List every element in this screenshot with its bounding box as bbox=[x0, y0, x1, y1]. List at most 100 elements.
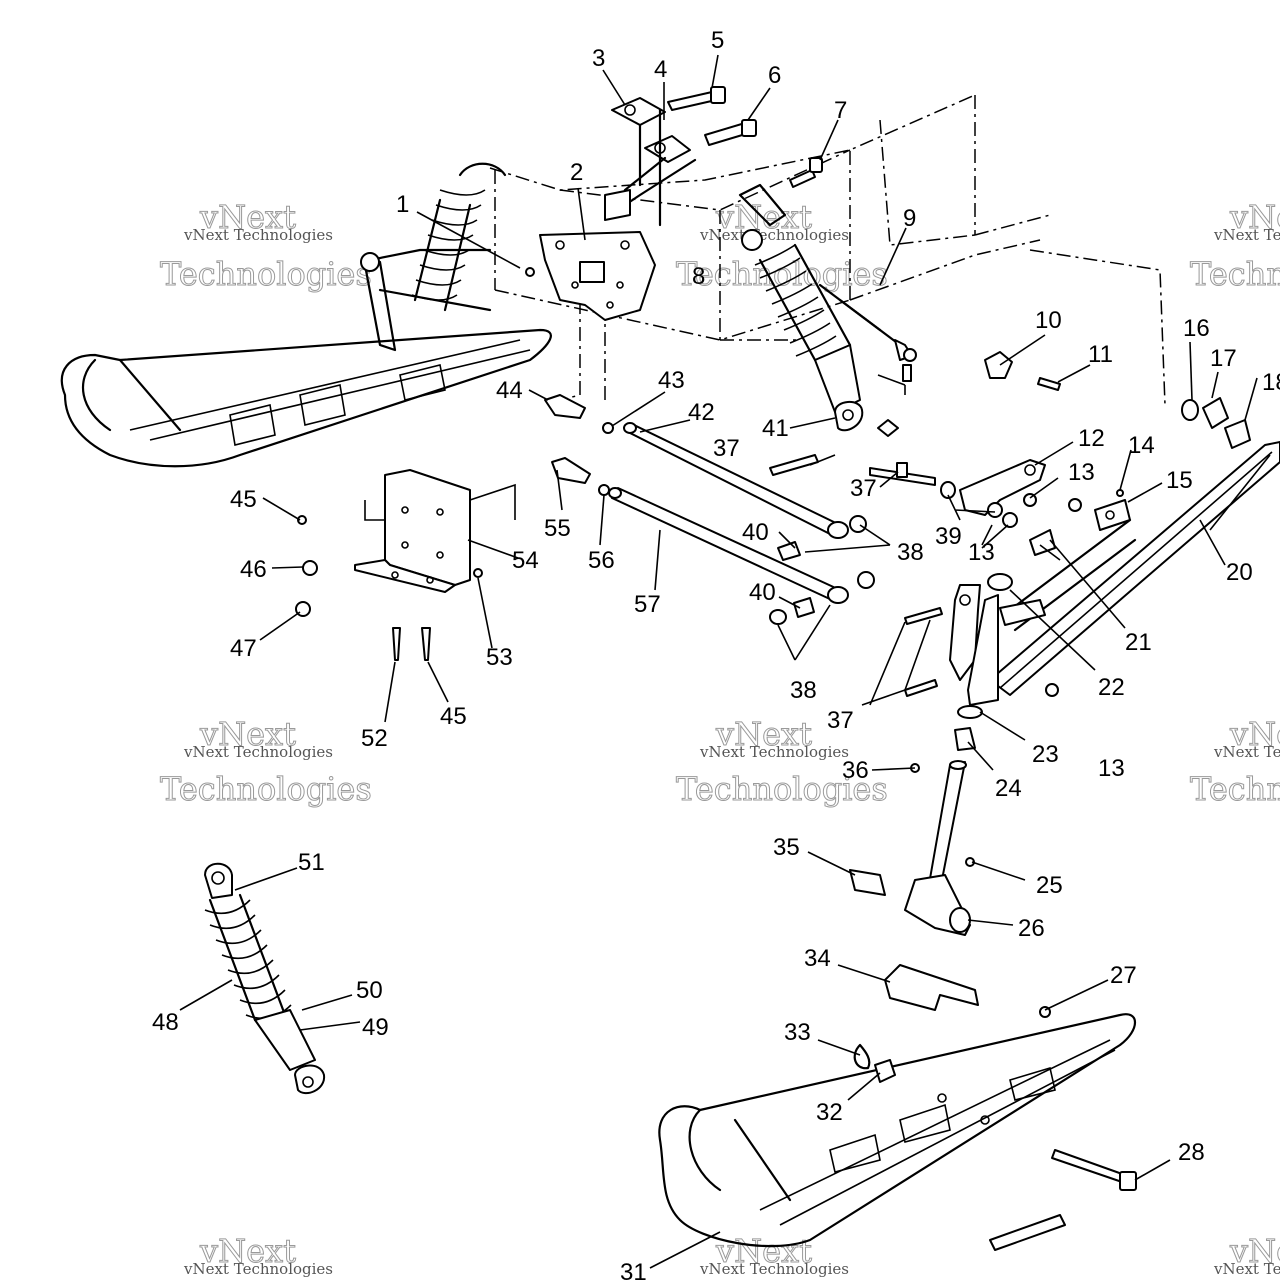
callout-32: 32 bbox=[816, 1099, 843, 1126]
callout-36: 36 bbox=[842, 757, 869, 784]
callout-57: 57 bbox=[634, 591, 661, 618]
callout-11: 11 bbox=[1088, 341, 1113, 368]
callout-44: 44 bbox=[496, 377, 523, 404]
svg-text:vNext: vNext bbox=[1229, 715, 1280, 753]
watermark-top-left: vNext Technologies vNext Technologies bbox=[160, 198, 373, 294]
callout-13c: 13 bbox=[1098, 755, 1125, 782]
leader-lines bbox=[179, 54, 1271, 1269]
mounting-bracket bbox=[295, 469, 516, 661]
callout-45b: 45 bbox=[440, 703, 467, 730]
svg-text:vNext Technologies: vNext Technologies bbox=[183, 1260, 333, 1278]
callout-22: 22 bbox=[1098, 674, 1125, 701]
callout-23: 23 bbox=[1032, 741, 1059, 768]
callout-18: 18 bbox=[1262, 369, 1280, 396]
callout-31: 31 bbox=[620, 1259, 647, 1280]
svg-text:vNext: vNext bbox=[715, 1232, 812, 1270]
svg-text:Technologies: Technologies bbox=[676, 770, 888, 808]
callout-43: 43 bbox=[658, 367, 685, 394]
callout-17: 17 bbox=[1210, 345, 1237, 372]
callout-labels: 1 2 3 4 5 6 7 8 9 10 11 12 13 13 13 14 1… bbox=[152, 27, 1280, 1280]
svg-text:Technologies: Technologies bbox=[160, 255, 372, 293]
callout-46: 46 bbox=[240, 556, 267, 583]
callout-41: 41 bbox=[762, 415, 789, 442]
svg-text:vNext: vNext bbox=[199, 198, 296, 236]
svg-text:vNext Technologies: vNext Technologies bbox=[699, 1260, 849, 1278]
callout-51: 51 bbox=[298, 849, 325, 876]
left-ski-assembly bbox=[60, 162, 552, 468]
callout-52: 52 bbox=[361, 725, 388, 752]
callout-1: 1 bbox=[396, 191, 409, 218]
callout-2: 2 bbox=[570, 159, 583, 186]
svg-text:vNext Technologies: vNext Technologies bbox=[1213, 1260, 1280, 1278]
svg-text:vNext: vNext bbox=[1229, 198, 1280, 236]
svg-text:vNext Technologies: vNext Technologies bbox=[699, 226, 849, 244]
callout-37b: 37 bbox=[850, 475, 877, 502]
tie-rod-hardware bbox=[818, 283, 1061, 395]
callout-3: 3 bbox=[592, 45, 605, 72]
right-shock-absorber bbox=[738, 183, 899, 437]
front-cross-bar bbox=[989, 441, 1280, 696]
callout-13a: 13 bbox=[1068, 459, 1095, 486]
ski-saddle bbox=[884, 964, 979, 1011]
svg-text:vNext: vNext bbox=[199, 715, 296, 753]
callout-37c: 37 bbox=[827, 707, 854, 734]
callout-4: 4 bbox=[654, 56, 667, 83]
callout-50: 50 bbox=[356, 977, 383, 1004]
chassis-outline bbox=[489, 94, 1166, 406]
watermark-bottom: vNext vNext Technologies vNext vNext Tec… bbox=[183, 1232, 1280, 1279]
callout-16: 16 bbox=[1183, 315, 1210, 342]
bushing-set bbox=[1181, 397, 1251, 449]
callout-53: 53 bbox=[486, 644, 513, 671]
callout-27: 27 bbox=[1110, 962, 1137, 989]
svg-text:Technologies: Technologies bbox=[1190, 770, 1280, 808]
svg-text:vNext: vNext bbox=[715, 715, 812, 753]
callout-7: 7 bbox=[834, 97, 847, 124]
svg-text:vNext Technologies: vNext Technologies bbox=[1213, 743, 1280, 761]
callout-13b: 13 bbox=[968, 539, 995, 566]
callout-49: 49 bbox=[362, 1014, 389, 1041]
callout-48: 48 bbox=[152, 1009, 179, 1036]
callout-25: 25 bbox=[1036, 872, 1063, 899]
callout-37a: 37 bbox=[713, 435, 740, 462]
callout-40a: 40 bbox=[742, 519, 769, 546]
svg-text:vNext: vNext bbox=[199, 1232, 296, 1270]
callout-12: 12 bbox=[1078, 425, 1105, 452]
callout-56: 56 bbox=[588, 547, 615, 574]
callout-38b: 38 bbox=[790, 677, 817, 704]
callout-26: 26 bbox=[1018, 915, 1045, 942]
callout-55: 55 bbox=[544, 515, 571, 542]
callout-10: 10 bbox=[1035, 307, 1062, 334]
svg-text:vNext Technologies: vNext Technologies bbox=[1213, 226, 1280, 244]
callout-8: 8 bbox=[692, 263, 705, 290]
svg-text:vNext: vNext bbox=[1229, 1232, 1280, 1270]
callout-6: 6 bbox=[768, 62, 781, 89]
callout-28: 28 bbox=[1178, 1139, 1205, 1166]
spindle-support bbox=[904, 573, 1059, 751]
svg-text:vNext Technologies: vNext Technologies bbox=[699, 743, 849, 761]
callout-15: 15 bbox=[1166, 467, 1193, 494]
callout-47: 47 bbox=[230, 635, 257, 662]
callout-39: 39 bbox=[935, 523, 962, 550]
callout-33: 33 bbox=[784, 1019, 811, 1046]
loose-shock-absorber bbox=[204, 862, 326, 1095]
callout-5: 5 bbox=[711, 27, 724, 54]
right-ski-assembly bbox=[658, 1006, 1137, 1251]
callout-54: 54 bbox=[512, 547, 539, 574]
svg-text:vNext Technologies: vNext Technologies bbox=[183, 226, 333, 244]
callout-40b: 40 bbox=[749, 579, 776, 606]
watermark-top-right: vNext Technologies vNext Technologies bbox=[1190, 198, 1280, 294]
callout-45a: 45 bbox=[230, 486, 257, 513]
watermark-mid-center: vNext Technologies vNext Technologies bbox=[676, 715, 889, 809]
callout-24: 24 bbox=[995, 775, 1022, 802]
svg-text:Technologies: Technologies bbox=[676, 255, 888, 293]
watermark-mid-right: vNext Technologies vNext Technologies bbox=[1190, 715, 1280, 809]
callout-14: 14 bbox=[1128, 432, 1155, 459]
callout-35: 35 bbox=[773, 834, 800, 861]
mounting-plate bbox=[525, 231, 656, 321]
callout-9: 9 bbox=[903, 205, 916, 232]
callout-38a: 38 bbox=[897, 539, 924, 566]
callout-21: 21 bbox=[1125, 629, 1152, 656]
svg-text:vNext Technologies: vNext Technologies bbox=[183, 743, 333, 761]
callout-34: 34 bbox=[804, 945, 831, 972]
